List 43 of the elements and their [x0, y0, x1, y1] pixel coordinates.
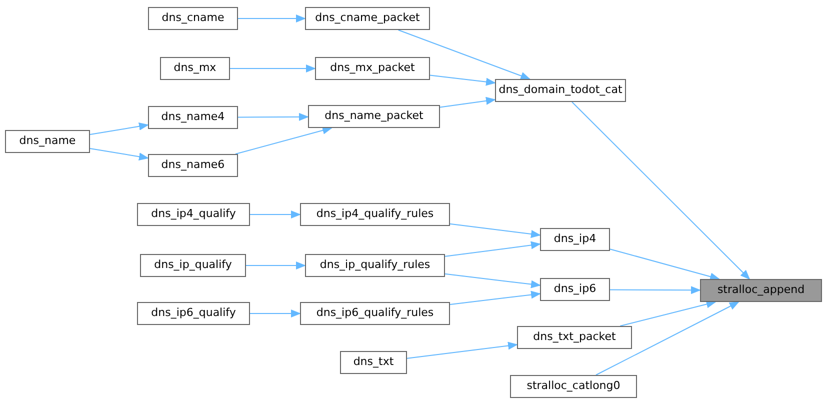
arrow — [90, 122, 149, 135]
function-box: dns_ip4 — [540, 228, 610, 251]
function-box: dns_cname_packet — [305, 7, 430, 30]
function-box: dns_name4 — [148, 106, 238, 129]
function-box: dns_name — [5, 130, 90, 153]
arrow — [246, 262, 306, 270]
highlighted-function-box: stralloc_append — [700, 279, 822, 302]
function-box: dns_name_packet — [308, 105, 440, 128]
function-box: dns_ip_qualify — [140, 254, 246, 277]
arrow — [430, 74, 496, 86]
arrow — [234, 126, 332, 154]
arrow — [450, 223, 541, 238]
arrow — [250, 210, 301, 218]
arrow — [250, 310, 301, 318]
arrow — [595, 302, 740, 376]
arrow — [238, 112, 309, 121]
function-box: dns_mx_packet — [315, 57, 430, 80]
arrow — [620, 300, 716, 326]
arrow — [440, 96, 496, 108]
arrow — [406, 342, 518, 359]
arrow — [90, 148, 149, 161]
function-box: dns_ip6_qualify_rules — [300, 302, 450, 325]
arrow — [230, 64, 316, 72]
function-box: dns_cname — [148, 7, 238, 30]
arrow — [610, 248, 720, 280]
function-box: dns_name6 — [148, 154, 238, 177]
arrow — [238, 14, 306, 22]
arrow — [444, 273, 541, 288]
arrow — [572, 102, 750, 280]
function-box: dns_txt_packet — [517, 326, 632, 349]
function-box: dns_ip6_qualify — [137, 302, 250, 325]
arrow — [610, 286, 701, 294]
function-box: dns_txt — [340, 351, 407, 374]
function-box: dns_ip6 — [540, 278, 610, 301]
function-box: dns_ip_qualify_rules — [305, 254, 445, 277]
function-box: dns_ip4_qualify — [137, 203, 250, 226]
function-box: stralloc_catlong0 — [510, 375, 637, 398]
arrow — [450, 290, 541, 305]
arrow — [398, 30, 531, 80]
function-box: dns_domain_todot_cat — [495, 79, 626, 102]
function-box: dns_ip4_qualify_rules — [300, 203, 450, 226]
arrow — [444, 241, 541, 257]
function-box: dns_mx — [160, 57, 230, 80]
